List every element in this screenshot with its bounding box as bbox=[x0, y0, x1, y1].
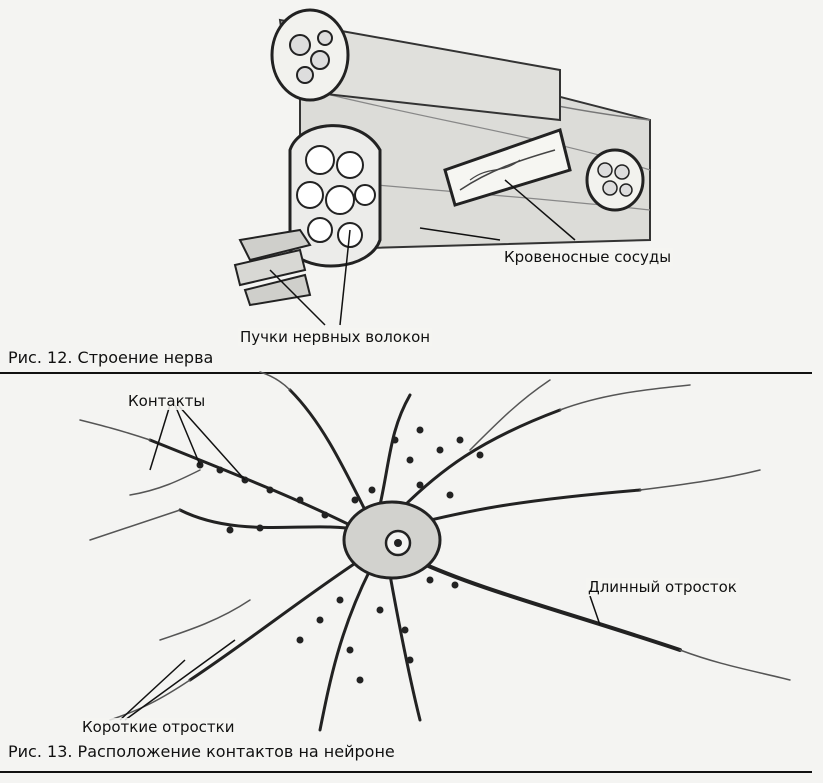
nerve-structure-illustration bbox=[233, 8, 651, 326]
label-short-processes: Короткие отростки bbox=[80, 718, 237, 736]
bottom-rule bbox=[0, 771, 812, 773]
label-contacts: Контакты bbox=[126, 392, 208, 410]
figure12-caption: Рис. 12. Строение нерва bbox=[8, 348, 214, 367]
figure13-caption: Рис. 13. Расположение контактов на нейро… bbox=[8, 742, 395, 761]
label-long-process: Длинный отросток bbox=[586, 578, 739, 596]
label-blood-vessels: Кровеносные сосуды bbox=[502, 248, 674, 266]
label-nerve-fiber-bundles: Пучки нервных волокон bbox=[238, 328, 433, 346]
figure-divider bbox=[0, 372, 812, 374]
